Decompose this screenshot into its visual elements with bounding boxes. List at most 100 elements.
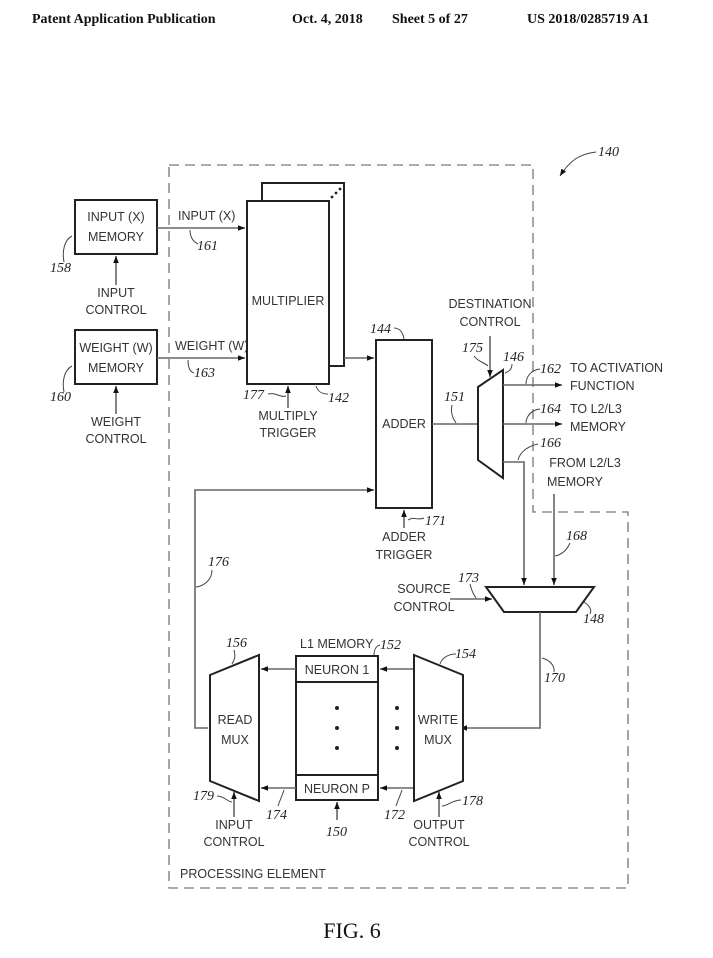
ref-168-leader [554,542,571,557]
input-control-bottom-label-1: INPUT [215,818,253,832]
ref-164-leader [525,408,541,424]
output-control-label-2: CONTROL [408,835,469,849]
ref-148-leader [583,601,592,615]
ref-160-leader [62,365,73,393]
ellipsis-dot [335,746,339,750]
ref-163: 163 [194,366,215,381]
ellipsis-dot [395,706,399,710]
input-memory-label-2: MEMORY [88,230,145,244]
publication-date: Oct. 4, 2018 [292,12,363,27]
source-mux [484,586,596,613]
ref-178: 178 [462,794,483,809]
ref-161: 161 [197,239,218,254]
ref-174-leader [277,789,285,807]
ellipsis-dot [395,726,399,730]
ref-148: 148 [583,612,604,627]
processing-element-boundary [168,164,629,889]
ref-158-leader [62,235,73,263]
multiplier-label: MULTIPLIER [252,294,325,308]
ref-163-leader [187,359,195,374]
to-activation-label-1: TO ACTIVATION [570,361,663,375]
ref-154-leader [439,653,457,665]
source-control-label-1: SOURCE [397,582,450,596]
destination-mux [477,368,504,480]
ref-156: 156 [226,636,247,651]
ref-154: 154 [455,647,476,662]
ref-164: 164 [540,402,561,417]
ref-176: 176 [208,555,229,570]
ref-173: 173 [458,571,479,586]
input-memory-label-1: INPUT (X) [87,210,144,224]
ref-179-leader [216,795,233,803]
feedback-wire [194,487,374,729]
ref-142: 142 [328,391,349,406]
input-control-top-label-2: CONTROL [85,303,146,317]
input-x-label: INPUT (X) [178,209,235,223]
adder-trigger-label-2: TRIGGER [376,548,433,562]
figure-caption: FIG. 6 [323,918,380,943]
output-control-label-1: OUTPUT [413,818,465,832]
read-mux-label-1: READ [218,713,253,727]
input-control-top-label-1: INPUT [97,286,135,300]
patent-header: Patent Application Publication Oct. 4, 2… [0,12,713,32]
neuron-1-label: NEURON 1 [305,663,370,677]
ref-170-leader [541,657,555,673]
weight-memory-label-2: MEMORY [88,361,145,375]
ref-179: 179 [193,789,214,804]
publication-title: Patent Application Publication [32,12,216,27]
from-l2l3-label-2: MEMORY [547,475,604,489]
ref-146: 146 [503,350,524,365]
ref-152-leader [373,644,381,656]
ref-172-leader [395,789,403,807]
processing-element-label: PROCESSING ELEMENT [180,867,326,881]
source-to-write-wire [460,612,541,731]
weight-w-label: WEIGHT (W) [175,339,248,353]
ref-146-leader [504,363,513,374]
ref-162-leader [525,368,541,385]
ref-171: 171 [425,514,446,529]
write-mux-label-1: WRITE [418,713,458,727]
stack-dot [334,191,338,195]
sheet-number: Sheet 5 of 27 [392,12,468,27]
ref-144-leader [393,327,405,340]
write-mux [413,653,464,803]
source-control-label-2: CONTROL [393,600,454,614]
ref-166: 166 [540,436,561,451]
write-mux-label-2: MUX [424,733,452,747]
ref-176-leader [195,569,213,588]
ref-156-leader [231,649,236,665]
multiply-trigger-label-1: MULTIPLY [258,409,318,423]
ellipsis-dot [335,726,339,730]
ref-175-leader [473,355,489,367]
stack-dot [338,187,342,191]
ref-178-leader [441,799,462,807]
to-l2l3-label-2: MEMORY [570,420,627,434]
mux-feedback-wire [503,461,527,585]
ref-144: 144 [370,322,391,337]
weight-memory-label-1: WEIGHT (W) [79,341,152,355]
read-mux-label-2: MUX [221,733,249,747]
weight-control-label-1: WEIGHT [91,415,141,429]
ref-177-leader [267,393,287,397]
adder-label: ADDER [382,417,426,431]
ref-170: 170 [544,671,565,686]
ref-151: 151 [444,390,465,405]
ref-168: 168 [566,529,587,544]
ref-173-leader [469,583,477,599]
ref-158: 158 [50,261,71,276]
ref-172: 172 [384,808,405,823]
ref-151-leader [451,404,457,424]
ellipsis-dot [335,706,339,710]
l1-memory-label: L1 MEMORY [300,637,374,651]
ellipsis-dot [395,746,399,750]
ref-161-leader [189,229,199,245]
read-mux [209,653,260,803]
ref-152: 152 [380,638,401,653]
weight-memory-block [74,329,158,385]
weight-control-label-2: CONTROL [85,432,146,446]
ref-150: 150 [326,825,347,840]
ref-142-leader [315,385,329,395]
to-activation-label-2: FUNCTION [570,379,635,393]
ref-162: 162 [540,362,561,377]
